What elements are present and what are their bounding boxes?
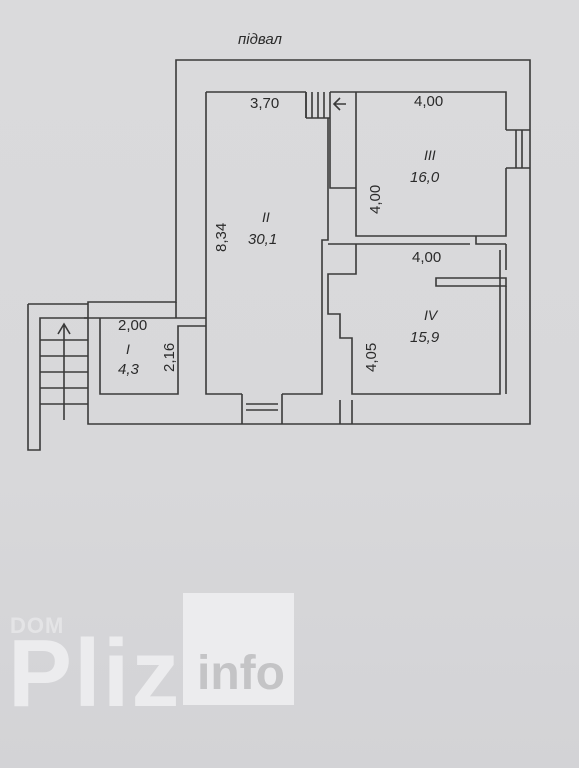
watermark-box [183,593,294,705]
room-area-1: 4,3 [118,361,140,378]
plan-title: підвал [238,31,283,48]
partition-wall [329,91,507,237]
watermark-suffix: info [197,647,285,700]
room-area-4: 15,9 [410,329,440,346]
dim-room3-side: 4,00 [367,185,384,214]
room-3-4-wall [328,236,507,270]
dim-room4-side: 4,05 [363,343,380,372]
dim-room2-side: 8,34 [213,223,230,252]
room-4-niche [435,277,507,287]
room-area-3: 16,0 [410,169,440,186]
watermark-dom: DOM [10,613,65,638]
window [506,129,530,169]
watermark-brand: Pliz [8,620,182,727]
stair-top [305,92,346,118]
room-number-3: III [424,147,436,163]
dim-room2-top: 3,70 [250,95,279,112]
room-number-2: II [262,209,270,225]
room-number-1: I [126,341,130,357]
room-4-outline [327,244,501,395]
dim-room1-top: 2,00 [118,317,147,334]
dim-room1-side: 2,16 [161,343,178,372]
wall-ticks [175,302,353,424]
dim-room4-top: 4,00 [412,249,441,266]
entrance-wall [27,303,88,451]
dim-room3-top: 4,00 [414,93,443,110]
room-number-4: IV [424,307,439,323]
room-area-2: 30,1 [248,231,277,248]
doorway [241,394,283,424]
room-1-outline [84,317,206,395]
outer-wall [87,59,531,425]
entrance-stairs [40,322,88,420]
